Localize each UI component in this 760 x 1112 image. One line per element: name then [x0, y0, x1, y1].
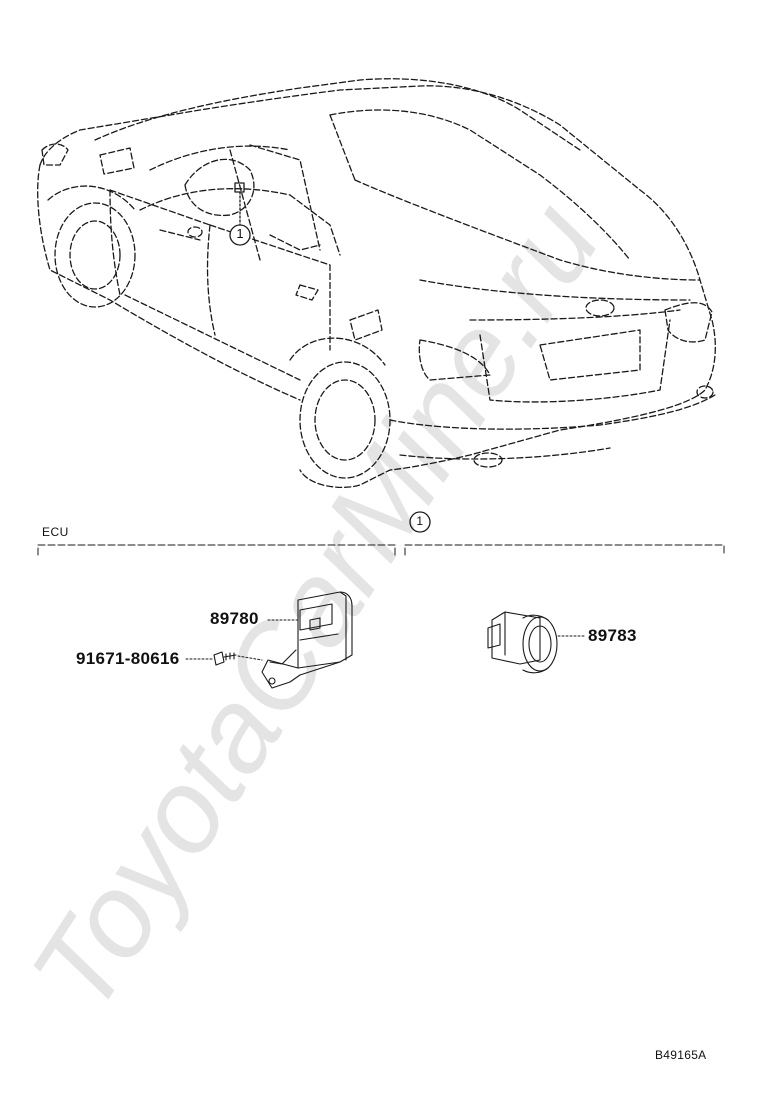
callout-marker-car [229, 182, 251, 246]
section-1-marker [409, 511, 431, 533]
diagram-reference-id: B49165A [655, 1048, 707, 1062]
leader-screw-to-bracket [237, 655, 263, 661]
ecu-bracket-illustration [261, 591, 353, 689]
section-divider-1 [404, 544, 725, 556]
screw-illustration [213, 651, 237, 666]
section-number-1: 1 [416, 514, 424, 528]
car-illustration [37, 78, 716, 488]
section-title-ecu: ECU [42, 525, 69, 539]
part-number-ecu-bracket[interactable]: 89780 [210, 609, 259, 628]
sensor-illustration [487, 611, 558, 674]
part-number-screw[interactable]: 91671-80616 [76, 649, 180, 668]
callout-number-car: 1 [236, 226, 244, 241]
part-number-sensor[interactable]: 89783 [588, 626, 637, 645]
section-divider-ecu [37, 544, 396, 556]
